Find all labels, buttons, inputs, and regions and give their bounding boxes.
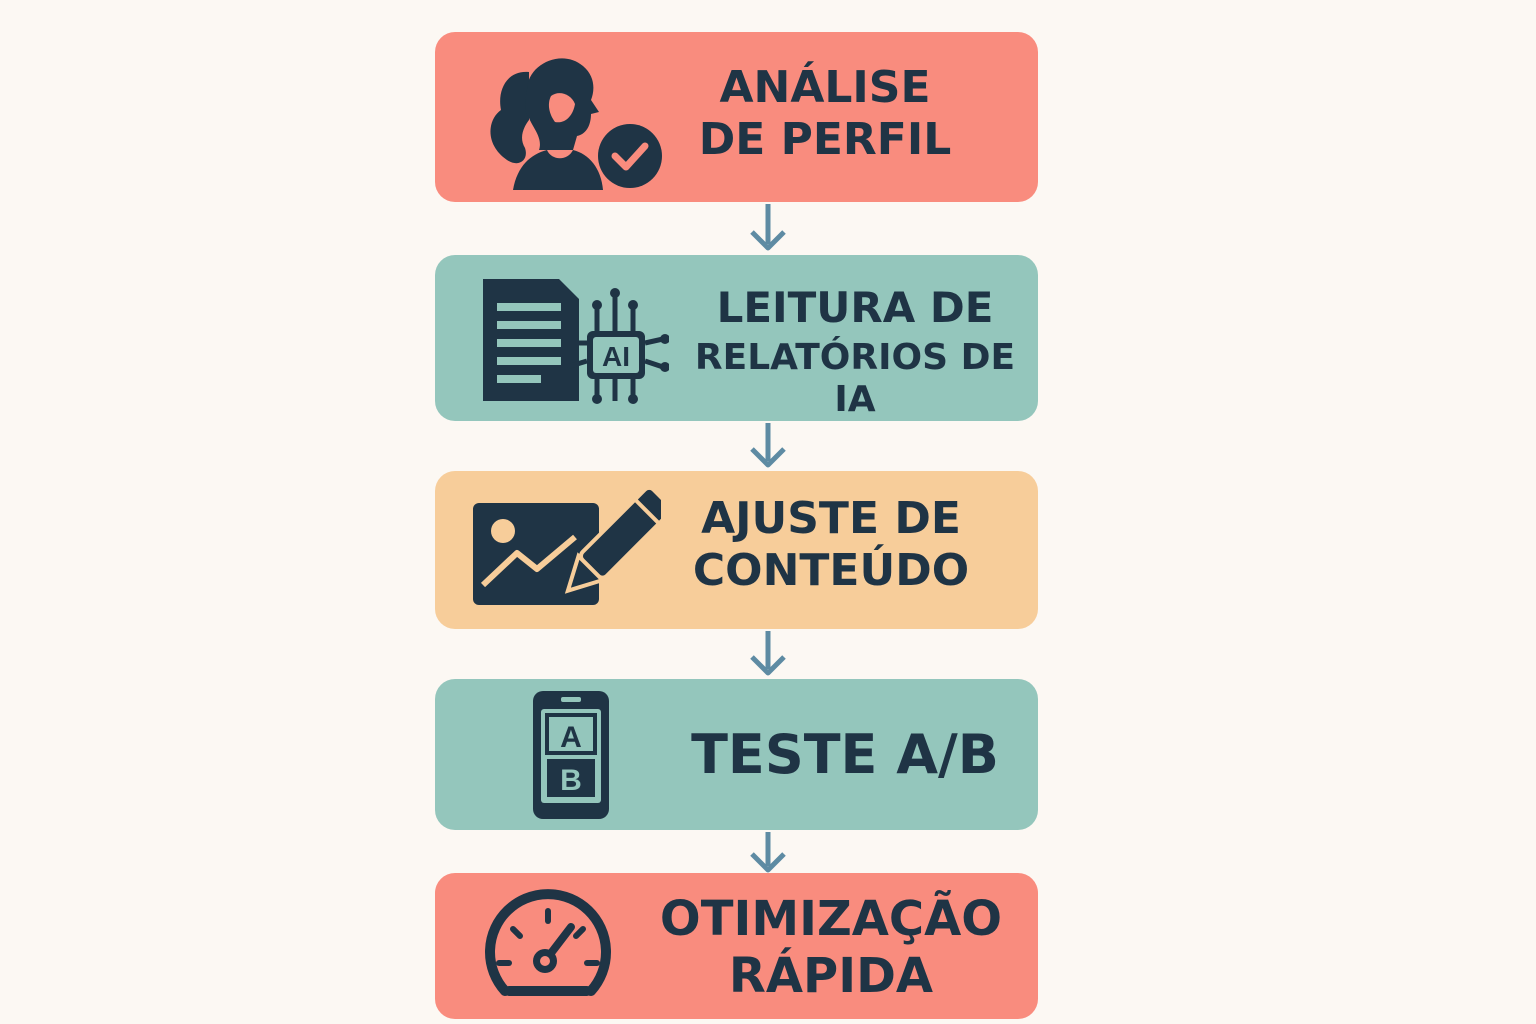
user-profile-check-icon <box>490 58 662 190</box>
step-title-line2: DE PERFIL <box>698 113 952 165</box>
ab-test-phone-icon: A B <box>533 691 609 819</box>
ai-chip-text: AI <box>602 341 630 372</box>
step-fast-optimization: OTIMIZAÇÃO RÁPIDA <box>435 873 1038 1019</box>
ai-report-icon: AI <box>483 279 669 404</box>
step-title-line1: ANÁLISE <box>719 62 931 113</box>
step-title-line1: LEITURA DE <box>716 283 994 332</box>
step-title: TESTE A/B <box>655 723 1035 787</box>
flow-arrow <box>750 423 786 468</box>
step-title-line2: CONTEÚDO <box>692 544 970 596</box>
variant-a-text: A <box>560 721 582 754</box>
step-ai-report-reading: AI LEITURA DE RELATÓRIOS DE IA <box>435 255 1038 421</box>
step-title-line2: RELATÓRIOS DE IA <box>694 336 1016 421</box>
variant-b-text: B <box>560 764 582 797</box>
step-title-line1: AJUSTE DE <box>701 493 961 544</box>
speedometer-icon <box>485 889 611 996</box>
step-title-line1: TESTE A/B <box>691 723 999 786</box>
step-ab-test: A B TESTE A/B <box>435 679 1038 830</box>
step-profile-analysis: ANÁLISE DE PERFIL <box>435 32 1038 202</box>
image-edit-icon <box>473 489 661 605</box>
step-title-line1: OTIMIZAÇÃO <box>659 891 1003 947</box>
step-title: ANÁLISE DE PERFIL <box>675 62 975 166</box>
flow-arrow <box>750 832 786 873</box>
step-title: LEITURA DE RELATÓRIOS DE IA <box>679 283 1031 421</box>
step-title: OTIMIZAÇÃO RÁPIDA <box>641 891 1021 1004</box>
step-title: AJUSTE DE CONTEÚDO <box>671 493 991 597</box>
flow-arrow <box>750 631 786 676</box>
step-title-line2: RÁPIDA <box>728 947 934 1004</box>
step-content-adjustment: AJUSTE DE CONTEÚDO <box>435 471 1038 629</box>
flow-arrow <box>750 204 786 251</box>
